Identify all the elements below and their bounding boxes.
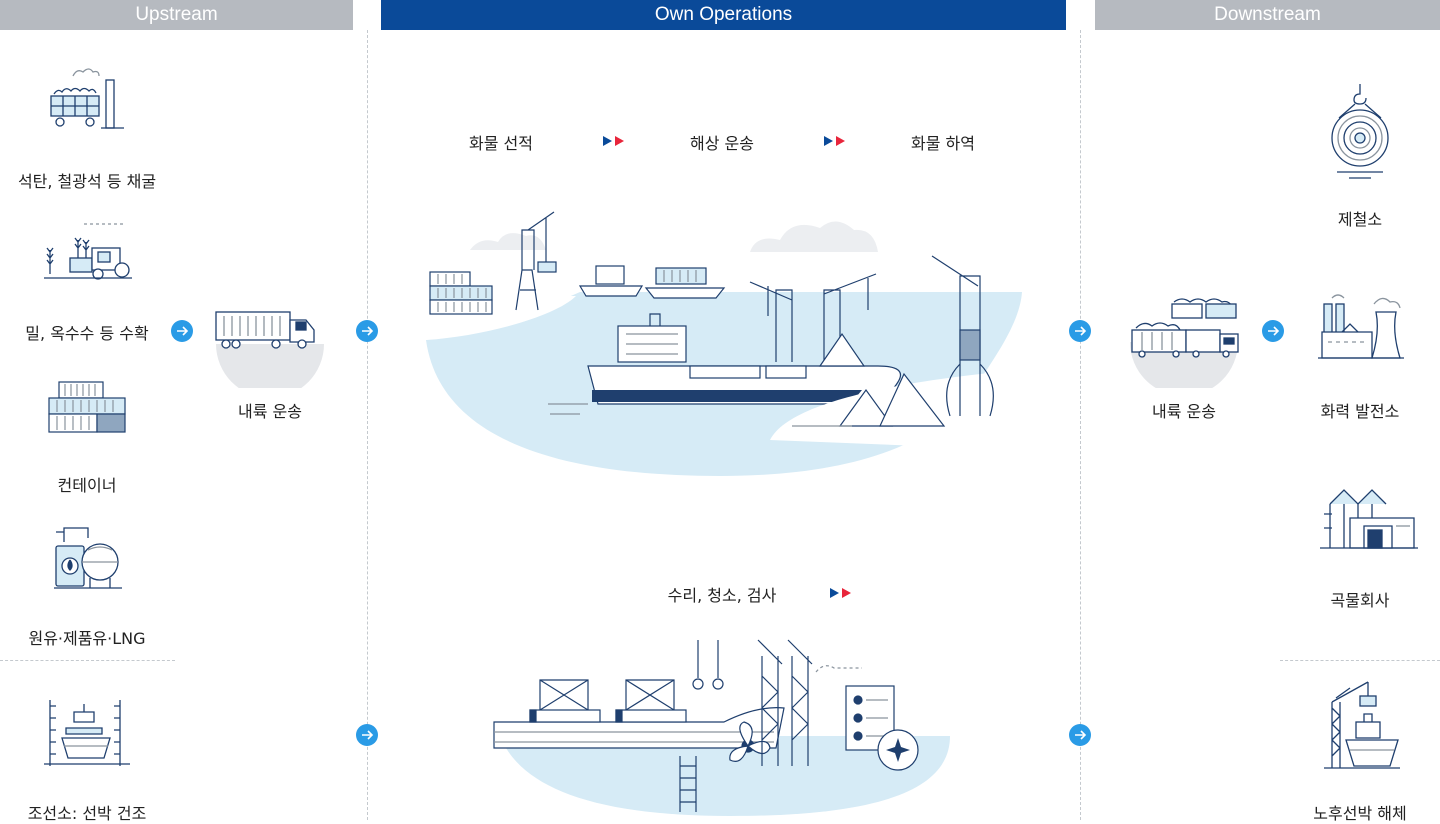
power-plant-icon — [1318, 294, 1404, 359]
arrow-right-icon — [356, 320, 378, 342]
downstream-item-grain-label: 곡물회사 — [1330, 591, 1390, 610]
downstream-transport-label: 내륙 운송 — [1152, 402, 1216, 421]
upstream-header: Upstream — [0, 0, 353, 30]
step-cargo-unloading: 화물 하역 — [911, 134, 975, 153]
steel-coil-icon — [1331, 84, 1389, 179]
step-arrow-icon — [603, 136, 624, 146]
downstream-item-power-label: 화력 발전소 — [1320, 402, 1400, 421]
arrow-right-icon — [356, 724, 378, 746]
own-operations-header: Own Operations — [381, 0, 1066, 30]
upstream-transport-label: 내륙 운송 — [238, 402, 302, 421]
upstream-item-shipyard-label: 조선소: 선박 건조 — [27, 804, 147, 823]
port-operations-illustration — [426, 211, 1022, 476]
divider-left — [367, 30, 368, 820]
train-icon — [1130, 298, 1239, 388]
downstream-header: Downstream — [1095, 0, 1440, 30]
upstream-item-oil-label: 원유·제품유·LNG — [28, 629, 146, 648]
upstream-item-mining-label: 석탄, 철광석 등 채굴 — [17, 172, 157, 191]
ship-demolition-icon — [1324, 681, 1400, 769]
arrow-right-icon — [1262, 320, 1284, 342]
divider-right — [1080, 30, 1081, 820]
arrow-right-icon — [1069, 724, 1091, 746]
upstream-item-harvest-label: 밀, 옥수수 등 수확 — [25, 324, 149, 343]
downstream-item-steel-label: 제철소 — [1337, 210, 1383, 229]
divider-downstream-demolition — [1280, 660, 1440, 661]
drydock-repair-illustration — [493, 639, 950, 816]
step-sea-transport: 해상 운송 — [690, 134, 754, 153]
divider-upstream-shipyard — [0, 660, 175, 661]
shipyard-icon — [44, 700, 130, 766]
harvester-icon — [44, 223, 132, 280]
grain-silo-icon — [1320, 489, 1418, 549]
truck-icon — [215, 311, 324, 388]
mine-cart-icon — [50, 68, 124, 129]
step-arrow-icon — [824, 136, 845, 146]
container-stack-icon — [48, 381, 126, 433]
repair-cleaning-inspection-label: 수리, 청소, 검사 — [667, 586, 777, 605]
arrow-right-icon — [171, 320, 193, 342]
oil-lng-tank-icon — [54, 527, 122, 589]
upstream-item-container-label: 컨테이너 — [57, 476, 117, 495]
downstream-item-demolition-label: 노후선박 해체 — [1313, 804, 1407, 823]
arrow-right-icon — [1069, 320, 1091, 342]
step-arrow-icon — [830, 588, 851, 598]
step-cargo-loading: 화물 선적 — [469, 134, 533, 153]
